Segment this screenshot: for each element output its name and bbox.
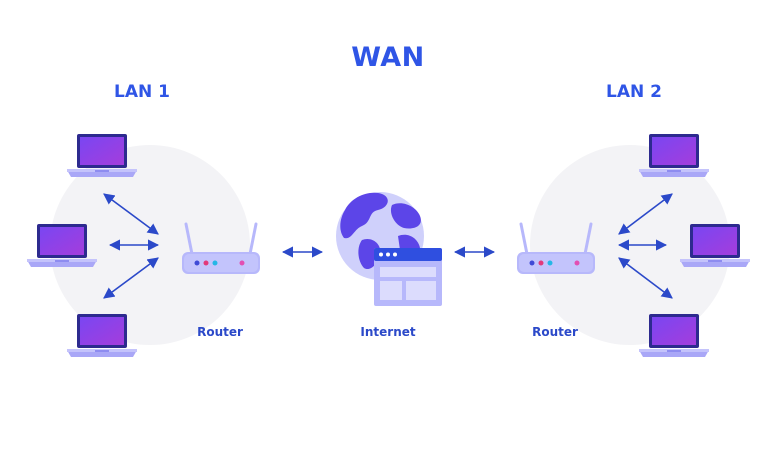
double-arrow-icon bbox=[103, 193, 159, 235]
router-left-label: Router bbox=[197, 325, 243, 339]
double-arrow-icon bbox=[103, 257, 159, 299]
browser-window-icon bbox=[374, 248, 442, 306]
double-arrow-icon bbox=[618, 257, 673, 299]
double-arrow-icon bbox=[618, 193, 673, 235]
laptop-icon bbox=[27, 224, 97, 267]
lan-1-label: LAN 1 bbox=[114, 82, 170, 102]
router-right-label: Router bbox=[532, 325, 578, 339]
diagram-title: WAN bbox=[351, 42, 425, 73]
laptop-icon bbox=[639, 314, 709, 357]
laptop-icon bbox=[67, 314, 137, 357]
laptop-icon bbox=[639, 134, 709, 177]
internet-label: Internet bbox=[360, 325, 416, 339]
laptop-icon bbox=[680, 224, 750, 267]
lan-2-label: LAN 2 bbox=[606, 82, 662, 102]
laptop-icon bbox=[67, 134, 137, 177]
